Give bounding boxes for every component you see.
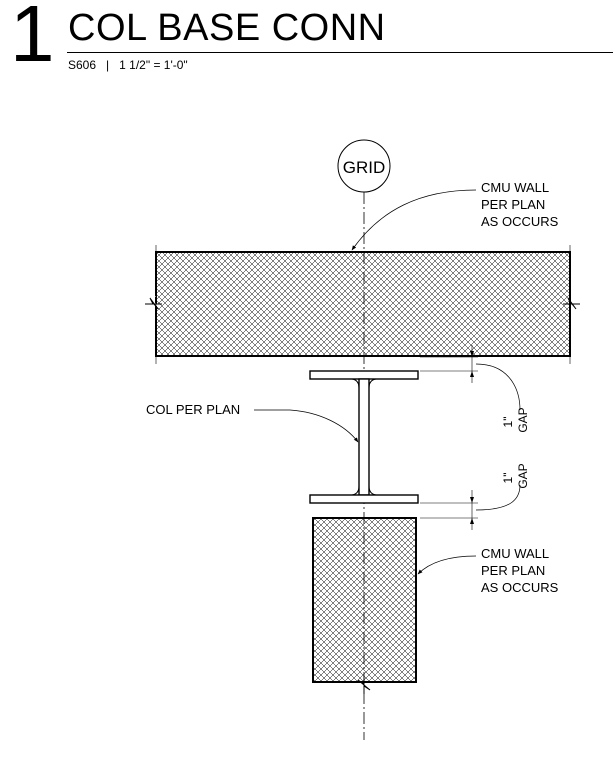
gap-dimension-top: 1" GAP — [420, 345, 530, 433]
cmu-wall-top-hatch — [155, 251, 571, 357]
gap-dimension-bottom: 1" GAP — [420, 463, 530, 530]
gap-bottom-label: GAP — [516, 463, 530, 488]
callout-cmu-wall-bottom-line-2: PER PLAN — [481, 563, 545, 578]
break-line-left — [145, 297, 162, 310]
callout-cmu-wall-bottom-line-3: AS OCCURS — [481, 580, 559, 595]
cmu-wall-bottom-hatch — [312, 517, 417, 683]
callout-cmu-wall-bottom: CMU WALL PER PLAN AS OCCURS — [417, 546, 559, 595]
detail-title: COL BASE CONN — [68, 7, 386, 49]
sheet-number: S606 — [68, 58, 97, 72]
callout-cmu-wall-top-leader — [351, 189, 477, 251]
title-underline — [67, 52, 613, 53]
drawing-scale: 1 1/2" = 1'-0" — [119, 58, 188, 72]
cmu-wall-top — [145, 245, 580, 364]
break-line-right — [563, 297, 580, 310]
column-fillets — [351, 378, 377, 496]
callout-column-text: COL PER PLAN — [146, 402, 240, 417]
gap-top-label: GAP — [516, 407, 530, 432]
sheet-separator: | — [106, 58, 110, 72]
callout-cmu-wall-top-line-3: AS OCCURS — [481, 214, 559, 229]
gap-top-arrow-1 — [470, 351, 474, 357]
callout-cmu-wall-top: CMU WALL PER PLAN AS OCCURS — [351, 180, 559, 251]
column-top-flange — [309, 370, 419, 380]
callout-cmu-wall-bottom-line-1: CMU WALL — [481, 546, 549, 561]
gap-bottom-arrow-1 — [470, 497, 474, 503]
sheet-reference: S606 | 1 1/2" = 1'-0" — [68, 58, 188, 72]
callout-cmu-wall-bottom-leader — [417, 555, 477, 575]
grid-bubble: GRID — [337, 139, 391, 193]
gap-top-leader — [475, 363, 521, 411]
column-web — [358, 378, 370, 496]
gap-bottom-value: 1" — [501, 473, 515, 484]
grid-bubble-label: GRID — [343, 158, 386, 177]
steel-column — [309, 370, 419, 504]
grid-bubble-circle — [337, 139, 391, 193]
gap-bottom-leader — [475, 484, 521, 511]
column-bottom-flange — [309, 494, 419, 504]
gap-top-arrow-2 — [470, 371, 474, 377]
break-line-bottom — [357, 676, 371, 694]
gap-bottom-arrow-2 — [470, 518, 474, 524]
gap-top-value: 1" — [501, 417, 515, 428]
cmu-wall-bottom — [312, 517, 417, 694]
callout-column-leader — [254, 409, 359, 443]
callout-cmu-wall-top-line-2: PER PLAN — [481, 197, 545, 212]
callout-column: COL PER PLAN — [146, 402, 359, 443]
detail-number: 1 — [10, 0, 55, 78]
callout-cmu-wall-top-line-1: CMU WALL — [481, 180, 549, 195]
